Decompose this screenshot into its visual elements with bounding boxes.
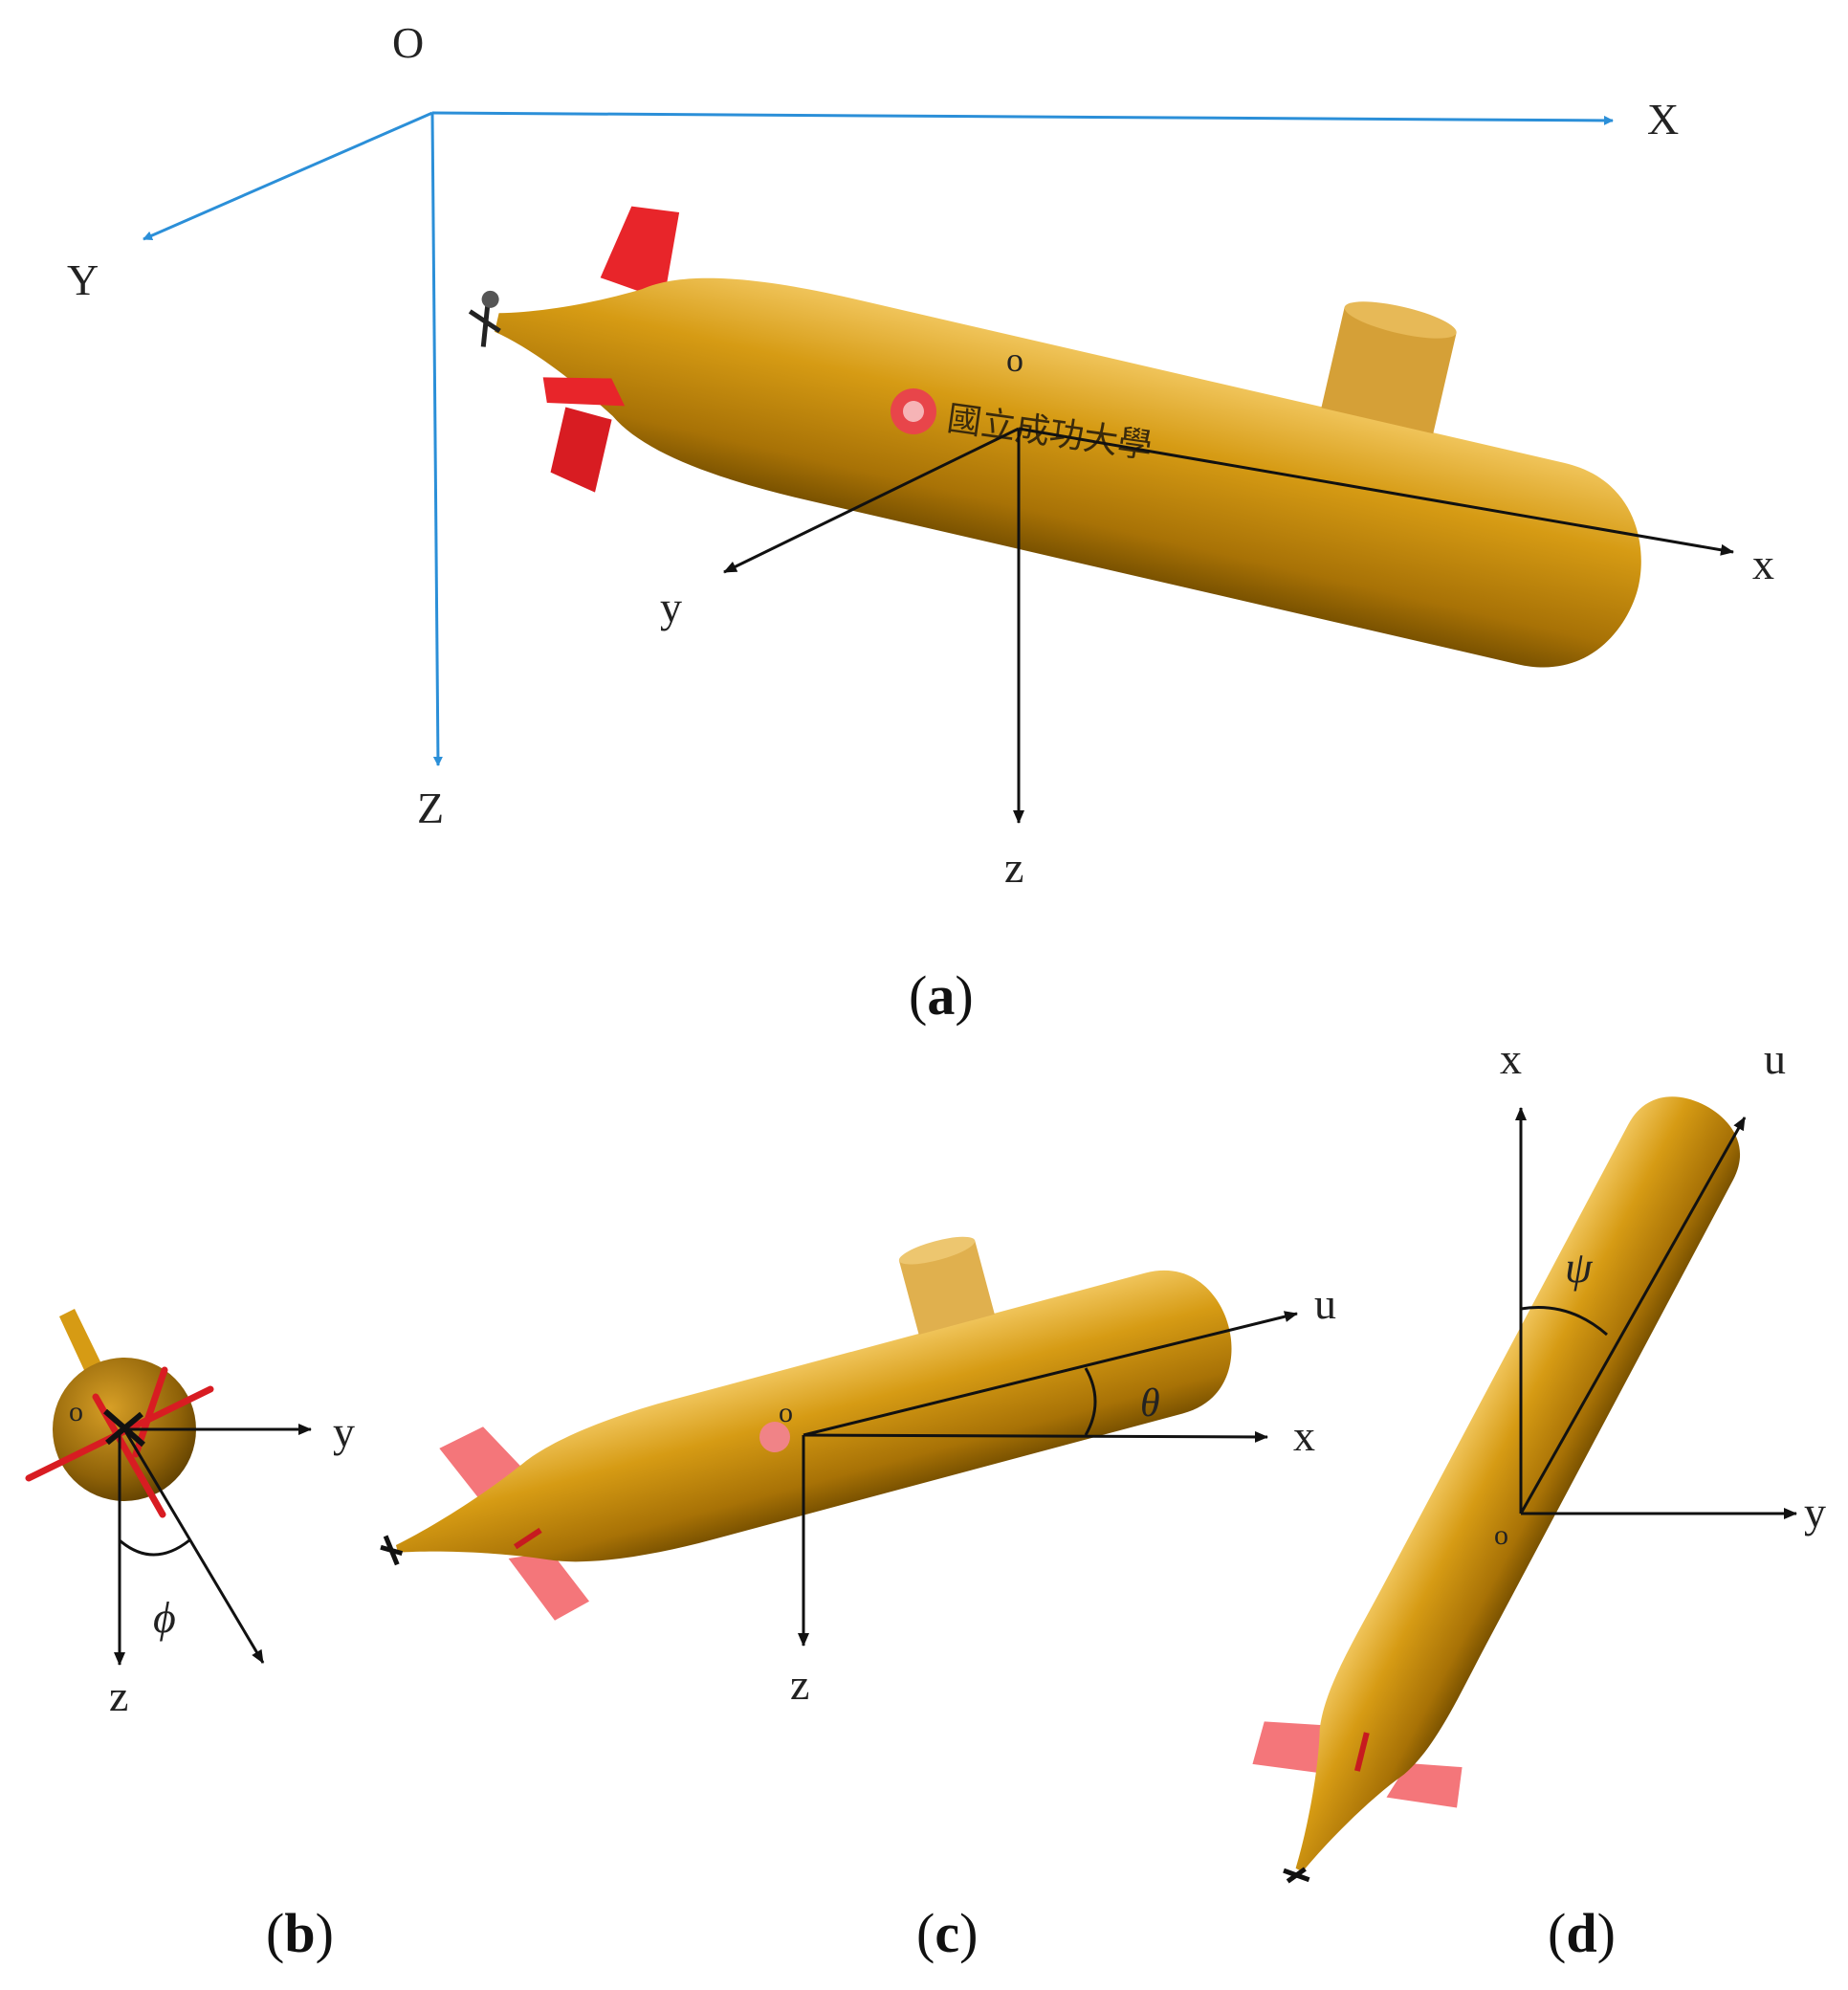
upper-rudder-fin (600, 206, 680, 300)
body-y-axis (723, 427, 1020, 574)
u-axis-c (803, 1311, 1298, 1437)
body-frame (723, 427, 1734, 824)
u-label-c: u (1314, 1279, 1336, 1328)
psi-arc (1520, 1306, 1608, 1337)
origin-c-label: o (779, 1397, 793, 1428)
propeller-icon (1283, 1867, 1310, 1884)
inertial-y-axis (143, 111, 433, 241)
stern-fin-c-lower (508, 1552, 590, 1621)
y-label-d: y (1804, 1488, 1826, 1537)
stern-plane-d (1353, 1732, 1370, 1772)
propeller-icon (468, 290, 501, 347)
phi-arc (119, 1538, 190, 1557)
stern-plane-c (514, 1527, 542, 1550)
inertial-z-axis (430, 112, 443, 766)
submarine-c (380, 1236, 1232, 1621)
x-label-d: x (1500, 1034, 1522, 1083)
submarine-a (468, 206, 1641, 668)
caption-b: (b) (266, 1902, 334, 1964)
inertial-x-label: X (1647, 95, 1679, 144)
panel-b: o y z ϕ (b) (25, 1309, 355, 1964)
inertial-x-axis (431, 111, 1614, 125)
u-label-d: u (1764, 1034, 1786, 1083)
theta-arc (1084, 1367, 1097, 1436)
y-label-b: y (333, 1407, 355, 1456)
rotated-axis-b (122, 1428, 265, 1664)
lower-rudder-fin (550, 407, 612, 493)
sail (1321, 301, 1457, 434)
x-axis-c (803, 1430, 1268, 1443)
stern-fin-d (1252, 1721, 1323, 1774)
panel-d: o x u y ψ (d) (1252, 1034, 1826, 1964)
z-label-b: z (109, 1671, 128, 1720)
psi-label: ψ (1565, 1243, 1594, 1292)
hull (495, 277, 1641, 668)
stern-plane (542, 377, 626, 407)
body-x-label: x (1752, 540, 1774, 588)
stern-fin-d-lower (1386, 1762, 1463, 1808)
body-x-axis (1018, 427, 1734, 556)
sail-c (898, 1236, 995, 1336)
submarine-d (1252, 1096, 1741, 1884)
inertial-origin-label: O (392, 18, 424, 67)
phi-label: ϕ (153, 1593, 176, 1642)
panel-a: O X Y Z (67, 18, 1774, 1027)
caption-a: (a) (909, 964, 974, 1027)
inertial-frame (143, 111, 1614, 766)
x-label-c: x (1293, 1411, 1315, 1460)
z-label-c: z (790, 1660, 809, 1709)
caption-c: (c) (916, 1902, 978, 1964)
panel-c: o u x z θ (c) (380, 1236, 1336, 1964)
origin-b-label: o (69, 1396, 83, 1427)
body-z-label: z (1004, 843, 1023, 892)
body-origin-label: o (1006, 341, 1023, 379)
origin-d-label: o (1494, 1519, 1508, 1551)
u-axis-d (1519, 1117, 1747, 1515)
university-seal-logo (759, 1422, 790, 1452)
hull-d (1295, 1096, 1741, 1872)
caption-d: (d) (1548, 1902, 1616, 1964)
inertial-y-label: Y (67, 255, 99, 304)
propeller-icon (380, 1535, 404, 1566)
inertial-z-label: Z (417, 784, 444, 832)
body-y-label: y (660, 583, 682, 631)
hull-c (395, 1270, 1232, 1562)
theta-label: θ (1140, 1382, 1160, 1426)
